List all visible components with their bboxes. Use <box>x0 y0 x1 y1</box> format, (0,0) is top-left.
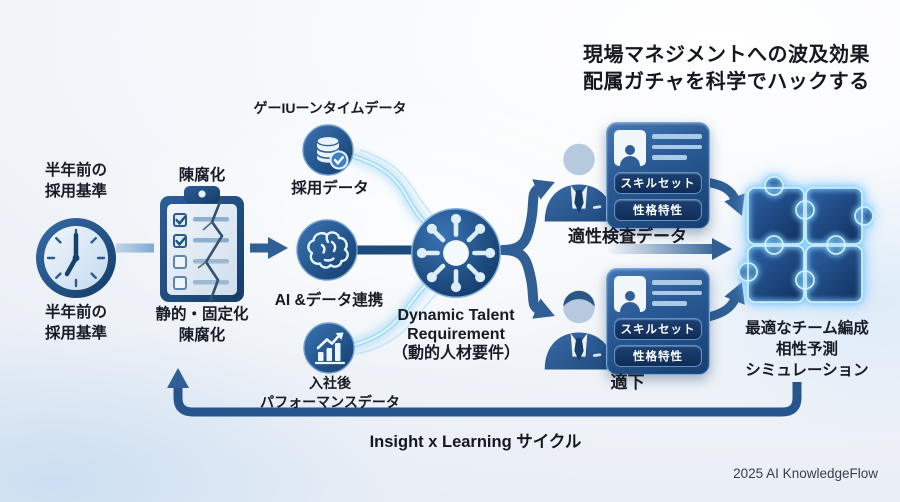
profile-text-lines <box>652 130 702 160</box>
hub-label: Dynamic Talent Requirement （動的人材要件） <box>391 307 520 362</box>
clipboard-label: 静的・固定化 陳腐化 <box>155 306 249 344</box>
outcome-label: 最適なチーム編成 相性予測 シミュレーション <box>745 320 869 379</box>
database-icon <box>302 124 354 176</box>
profile-card-bottom: スキルセット 性格特性 <box>606 268 710 375</box>
cycle-label: Insight x Learning サイクル <box>369 433 582 451</box>
credit-text: 2025 AI KnowledgeFlow <box>733 466 878 481</box>
obsolete-label: 陳腐化 <box>178 167 226 184</box>
performance-data-label: 入社後 パフォーマンスデータ <box>260 375 400 410</box>
cracked-clipboard-icon <box>160 186 244 303</box>
puzzle-icon <box>738 174 874 305</box>
person-glyph-icon <box>620 145 640 166</box>
fit-label: 適下 <box>610 373 645 392</box>
brain-icon <box>296 219 358 281</box>
photo-placeholder <box>614 276 646 312</box>
personality-tag: 性格特性 <box>614 345 702 367</box>
clock-label-top: 半年前の 採用基準 <box>44 162 107 200</box>
ai-data-link-label: AI &データ連携 <box>274 292 384 309</box>
clock-icon <box>36 218 116 298</box>
personality-tag: 性格特性 <box>614 199 702 221</box>
performance-chart-icon <box>303 322 355 374</box>
aptitude-data-label: 適性検査データ <box>568 227 687 246</box>
skillset-tag: スキルセット <box>614 318 702 340</box>
profile-text-lines <box>652 276 702 306</box>
person-glyph-icon <box>620 291 640 312</box>
profile-card-top: スキルセット 性格特性 <box>606 122 710 229</box>
recruit-data-label: 採用データ <box>291 180 369 197</box>
clock-label-bottom: 半年前の 採用基準 <box>44 304 107 342</box>
hub-network-icon <box>411 208 501 298</box>
photo-placeholder <box>614 130 646 166</box>
page-title: 現場マネジメントへの波及効果 配属ガチャを科学でハックする <box>583 44 870 93</box>
realtime-data-label: ゲーIUーンタイムデータ <box>253 100 407 116</box>
skillset-tag: スキルセット <box>614 172 702 194</box>
